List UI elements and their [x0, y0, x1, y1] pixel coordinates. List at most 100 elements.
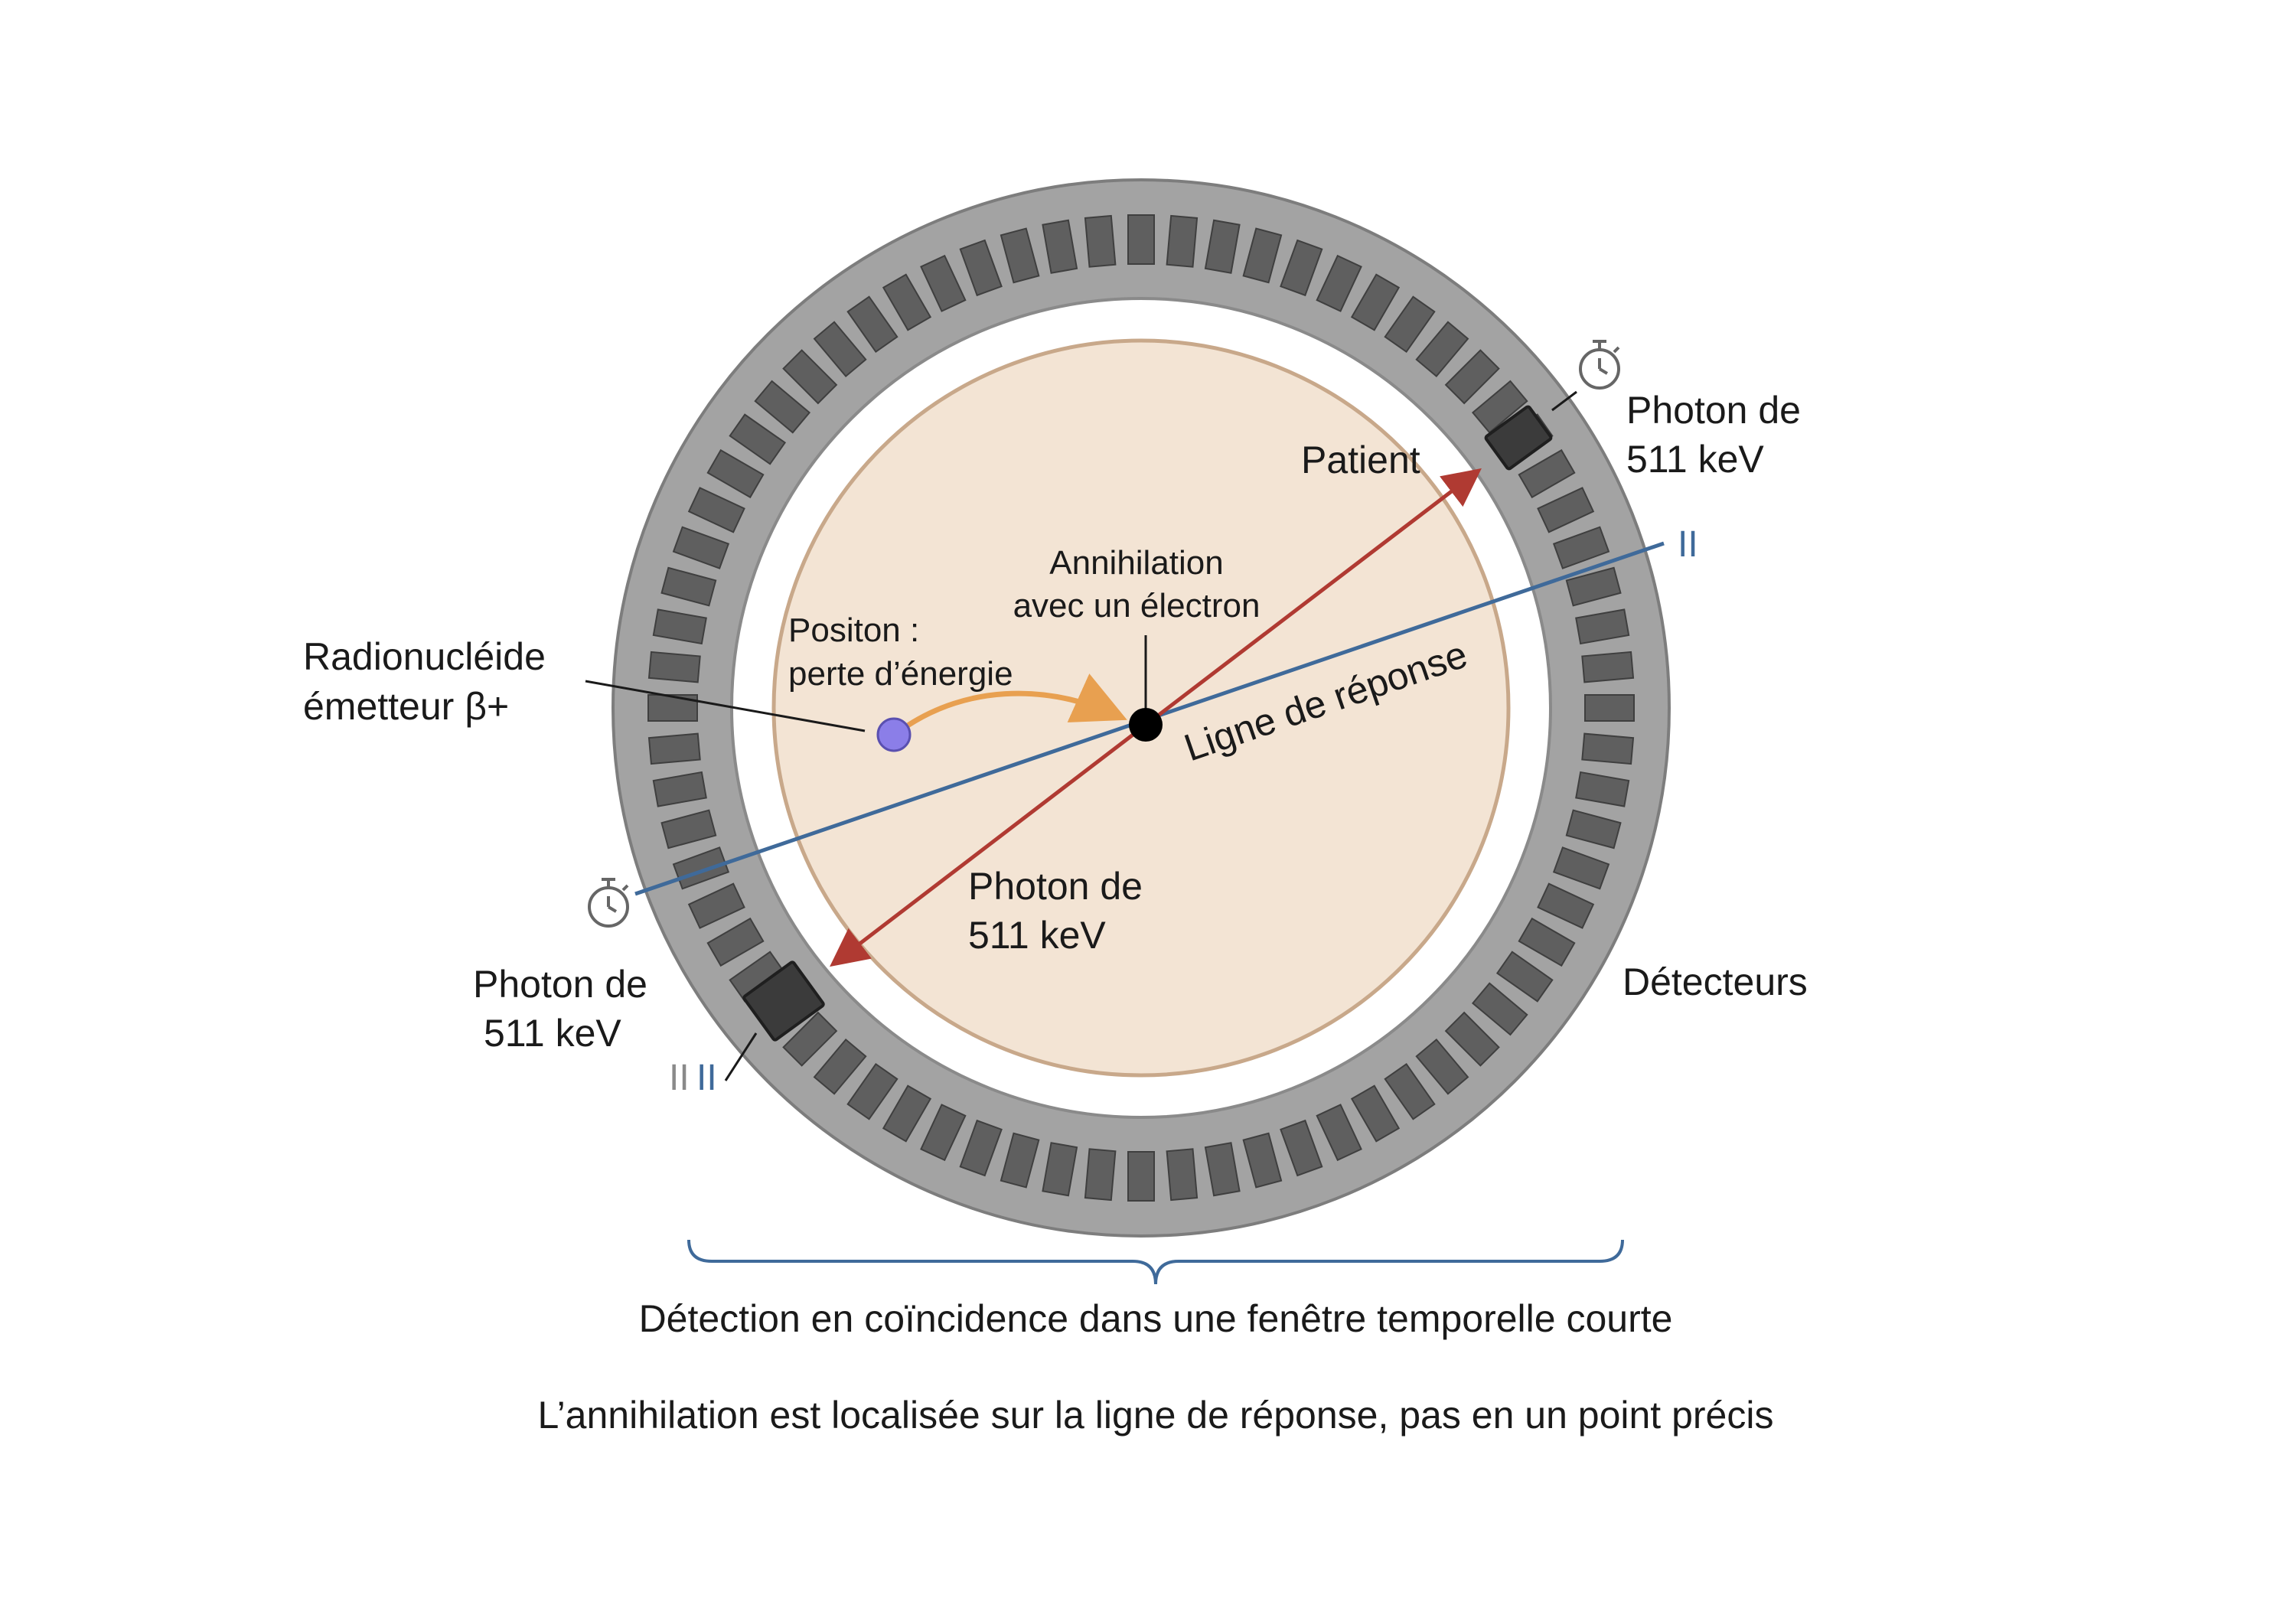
detector-block [782, 349, 838, 405]
mark-leader-left [724, 1032, 758, 1081]
detector-block [1552, 526, 1610, 569]
photon-label-center-line1: Photon de [968, 865, 1143, 908]
radionuclide-leader [585, 680, 866, 732]
detector-block [1166, 1148, 1199, 1202]
detector-block [1350, 1084, 1401, 1143]
detector-block [782, 1011, 838, 1067]
photon-label-bottom-left-line2: 511 keV [484, 1012, 621, 1055]
photon-label-center-line2: 511 keV [968, 914, 1106, 957]
detector-block [1000, 1132, 1040, 1189]
positon-label-line1: Positon : [788, 611, 919, 649]
detector-block [687, 882, 745, 929]
patient-body [771, 338, 1511, 1078]
coincidence-bracket [687, 1239, 1624, 1285]
detector-block [1084, 1148, 1117, 1202]
photon-arrow-top-right [1143, 468, 1482, 727]
detector-block [1350, 273, 1401, 331]
detector-block [1565, 566, 1622, 607]
detector-block [1084, 214, 1117, 268]
annihilation-label-line1: Annihilation [1049, 544, 1224, 582]
detector-block [1042, 219, 1078, 274]
detector-block [1565, 809, 1622, 850]
timer-leader-top [1551, 390, 1577, 412]
detector-block [672, 846, 730, 890]
caption-localisation: L’annihilation est localisée sur la lign… [538, 1394, 1774, 1437]
patient-label: Patient [1301, 439, 1420, 481]
detector-block [729, 413, 787, 465]
detector-block [1575, 608, 1630, 645]
detector-block [687, 487, 745, 533]
detector-block [660, 809, 717, 850]
detector-block [1127, 1151, 1155, 1202]
detector-block [813, 1038, 867, 1095]
detector-block [1581, 732, 1635, 765]
detector-block [882, 1084, 932, 1143]
photon-label-bottom-left-line1: Photon de [473, 963, 647, 1006]
detector-block [1471, 380, 1528, 434]
detector-block [1127, 214, 1155, 265]
detector-block [652, 771, 707, 807]
photon-arrow-bottom-left [830, 724, 1146, 967]
detector-block [647, 651, 701, 683]
detector-block [1584, 694, 1635, 722]
detector-block [1581, 651, 1635, 683]
active-detector-top-right [1484, 405, 1553, 471]
detector-block [706, 917, 765, 967]
detector-block [1042, 1142, 1078, 1197]
annihilation-point [1129, 708, 1163, 742]
detectors-label: Détecteurs [1623, 960, 1808, 1003]
detector-block [1415, 321, 1469, 378]
detector-block [1444, 1011, 1500, 1067]
detector-block [1495, 951, 1554, 1003]
detector-block [1518, 448, 1576, 499]
photon-label-top-right-line2: 511 keV [1626, 438, 1764, 481]
detector-block [754, 380, 811, 434]
detector-block [1280, 239, 1323, 297]
detector-block [1166, 214, 1199, 268]
detector-block [647, 694, 698, 722]
positon-label-line2: perte d’énergie [788, 655, 1013, 693]
coincidence-mark-right: II [1678, 524, 1698, 565]
detector-block [672, 526, 730, 569]
photon-label-top-right-line1: Photon de [1626, 389, 1801, 432]
stopwatch-icon [1579, 340, 1620, 390]
detector-block [1552, 846, 1610, 890]
coincidence-mark-left-grey: II [669, 1058, 690, 1098]
active-detector-bottom-left [742, 960, 825, 1042]
detector-block [846, 295, 899, 354]
detector-block [882, 273, 932, 331]
detector-block [813, 321, 867, 378]
detector-block [1242, 1132, 1283, 1189]
detector-block [1384, 1062, 1436, 1120]
detector-block [1316, 1104, 1362, 1162]
detector-block [920, 1104, 967, 1162]
detector-blocks [647, 214, 1635, 1202]
detector-block [1280, 1119, 1323, 1177]
detector-block [1204, 219, 1241, 274]
detector-block [1537, 487, 1595, 533]
detector-block [1471, 982, 1528, 1036]
detector-block [1444, 349, 1500, 405]
detector-block [1204, 1142, 1241, 1197]
detector-block [647, 732, 701, 765]
detector-block [1518, 917, 1576, 967]
radionuclide-label-line2: émetteur β+ [303, 685, 509, 728]
stopwatch-icon [588, 878, 629, 928]
detector-block [1575, 771, 1630, 807]
detector-block [660, 566, 717, 607]
detector-block [920, 254, 967, 312]
detector-block [846, 1062, 899, 1120]
radionuclide-dot [876, 717, 912, 752]
detector-block [652, 608, 707, 645]
detector-block [959, 1119, 1003, 1177]
detector-block [1000, 227, 1040, 284]
caption-coincidence: Détection en coïncidence dans une fenêtr… [639, 1297, 1673, 1340]
annihilation-label-line2: avec un électron [1013, 587, 1261, 625]
detector-block [1242, 227, 1283, 284]
coincidence-mark-left-blue: II [696, 1058, 717, 1098]
detector-block [1384, 295, 1436, 354]
detector-block [706, 448, 765, 499]
positon-path-arrow [906, 673, 1127, 728]
